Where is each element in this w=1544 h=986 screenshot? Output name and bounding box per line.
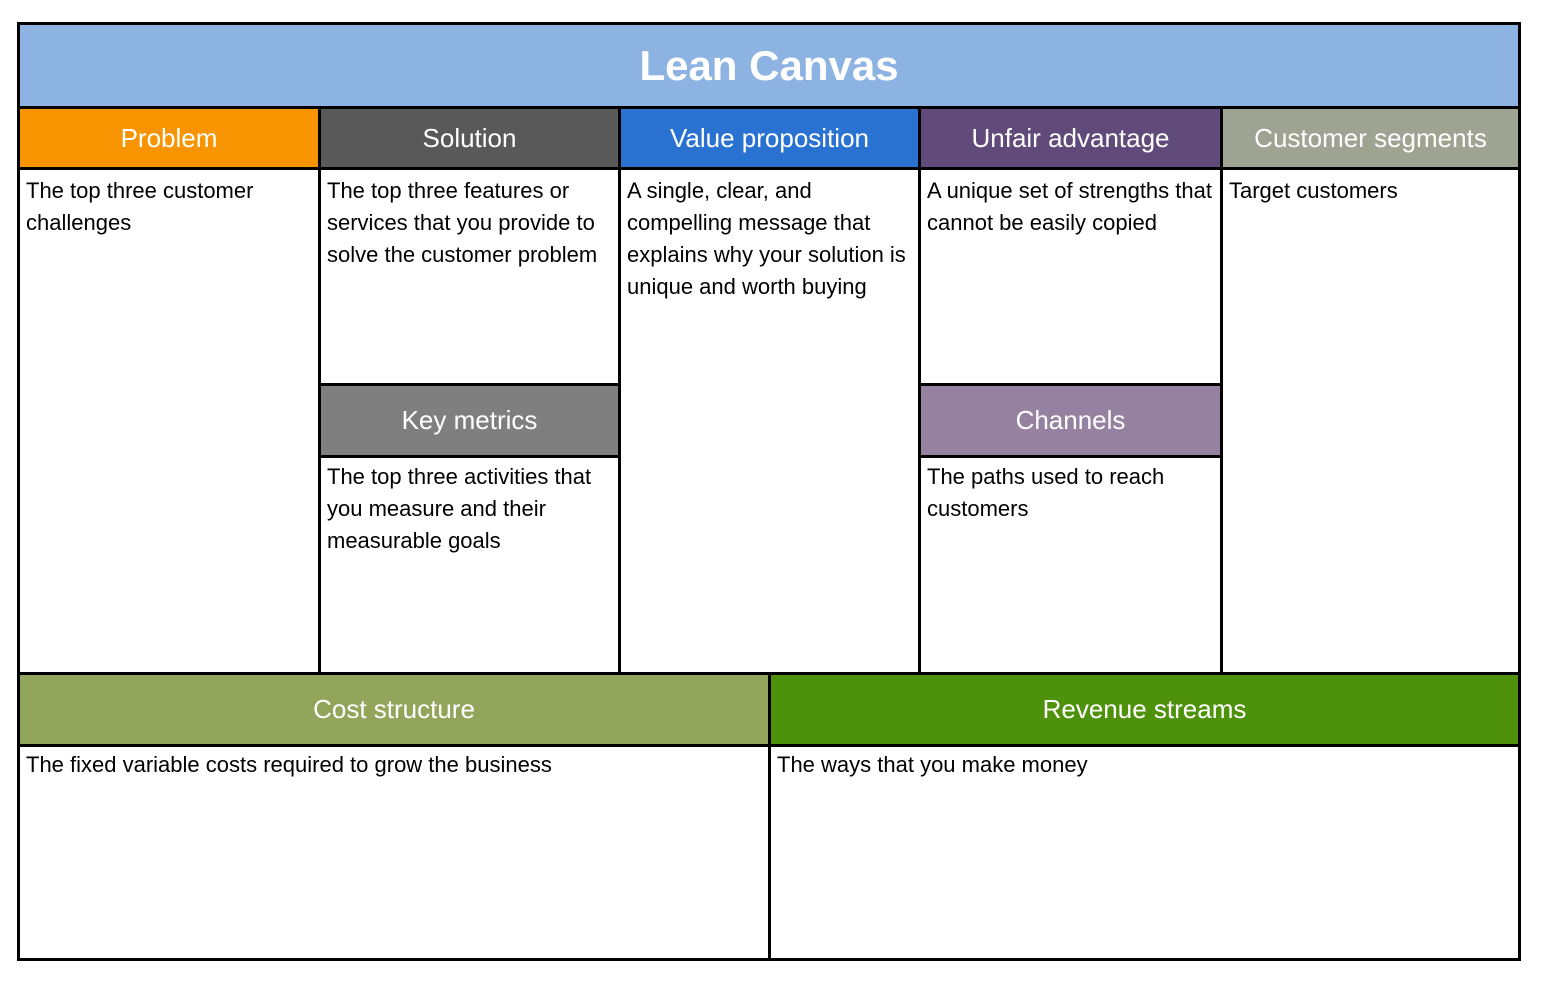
problem-header: Problem	[20, 109, 318, 170]
value-proposition-text: A single, clear, and compelling message …	[627, 178, 906, 299]
grid-divider	[768, 675, 771, 958]
grid-divider	[1220, 109, 1223, 672]
channels-text: The paths used to reach customers	[927, 464, 1165, 521]
grid-divider	[618, 109, 621, 672]
customer-segments-section: Customer segments Target customers	[1223, 109, 1518, 672]
lean-canvas: Lean Canvas Problem The top three custom…	[17, 22, 1521, 961]
customer-segments-header: Customer segments	[1223, 109, 1518, 170]
value-proposition-section: Value proposition A single, clear, and c…	[621, 109, 918, 672]
key-metrics-section: Key metrics The top three activities tha…	[321, 386, 618, 672]
customer-segments-text: Target customers	[1229, 178, 1398, 203]
canvas-title: Lean Canvas	[20, 25, 1518, 109]
key-metrics-text: The top three activities that you measur…	[327, 464, 592, 553]
solution-section: Solution The top three features or servi…	[321, 109, 618, 383]
cost-structure-text: The fixed variable costs required to gro…	[26, 752, 552, 777]
channels-section: Channels The paths used to reach custome…	[921, 386, 1220, 672]
grid-divider	[20, 672, 1518, 675]
cost-structure-section: Cost structure The fixed variable costs …	[20, 675, 768, 958]
unfair-advantage-header: Unfair advantage	[921, 109, 1220, 170]
solution-text: The top three features or services that …	[327, 178, 598, 267]
grid-divider	[918, 109, 921, 672]
revenue-streams-header: Revenue streams	[771, 675, 1518, 747]
channels-header: Channels	[921, 386, 1220, 458]
problem-section: Problem The top three customer challenge…	[20, 109, 318, 672]
grid-divider	[321, 383, 618, 386]
cost-structure-header: Cost structure	[20, 675, 768, 747]
revenue-streams-section: Revenue streams The ways that you make m…	[771, 675, 1518, 958]
revenue-streams-text: The ways that you make money	[777, 752, 1088, 777]
key-metrics-header: Key metrics	[321, 386, 618, 458]
grid-divider	[318, 109, 321, 672]
unfair-advantage-section: Unfair advantage A unique set of strengt…	[921, 109, 1220, 383]
problem-text: The top three customer challenges	[26, 178, 254, 235]
solution-header: Solution	[321, 109, 618, 170]
value-proposition-header: Value proposition	[621, 109, 918, 170]
unfair-advantage-text: A unique set of strengths that cannot be…	[927, 178, 1212, 235]
grid-divider	[921, 383, 1220, 386]
